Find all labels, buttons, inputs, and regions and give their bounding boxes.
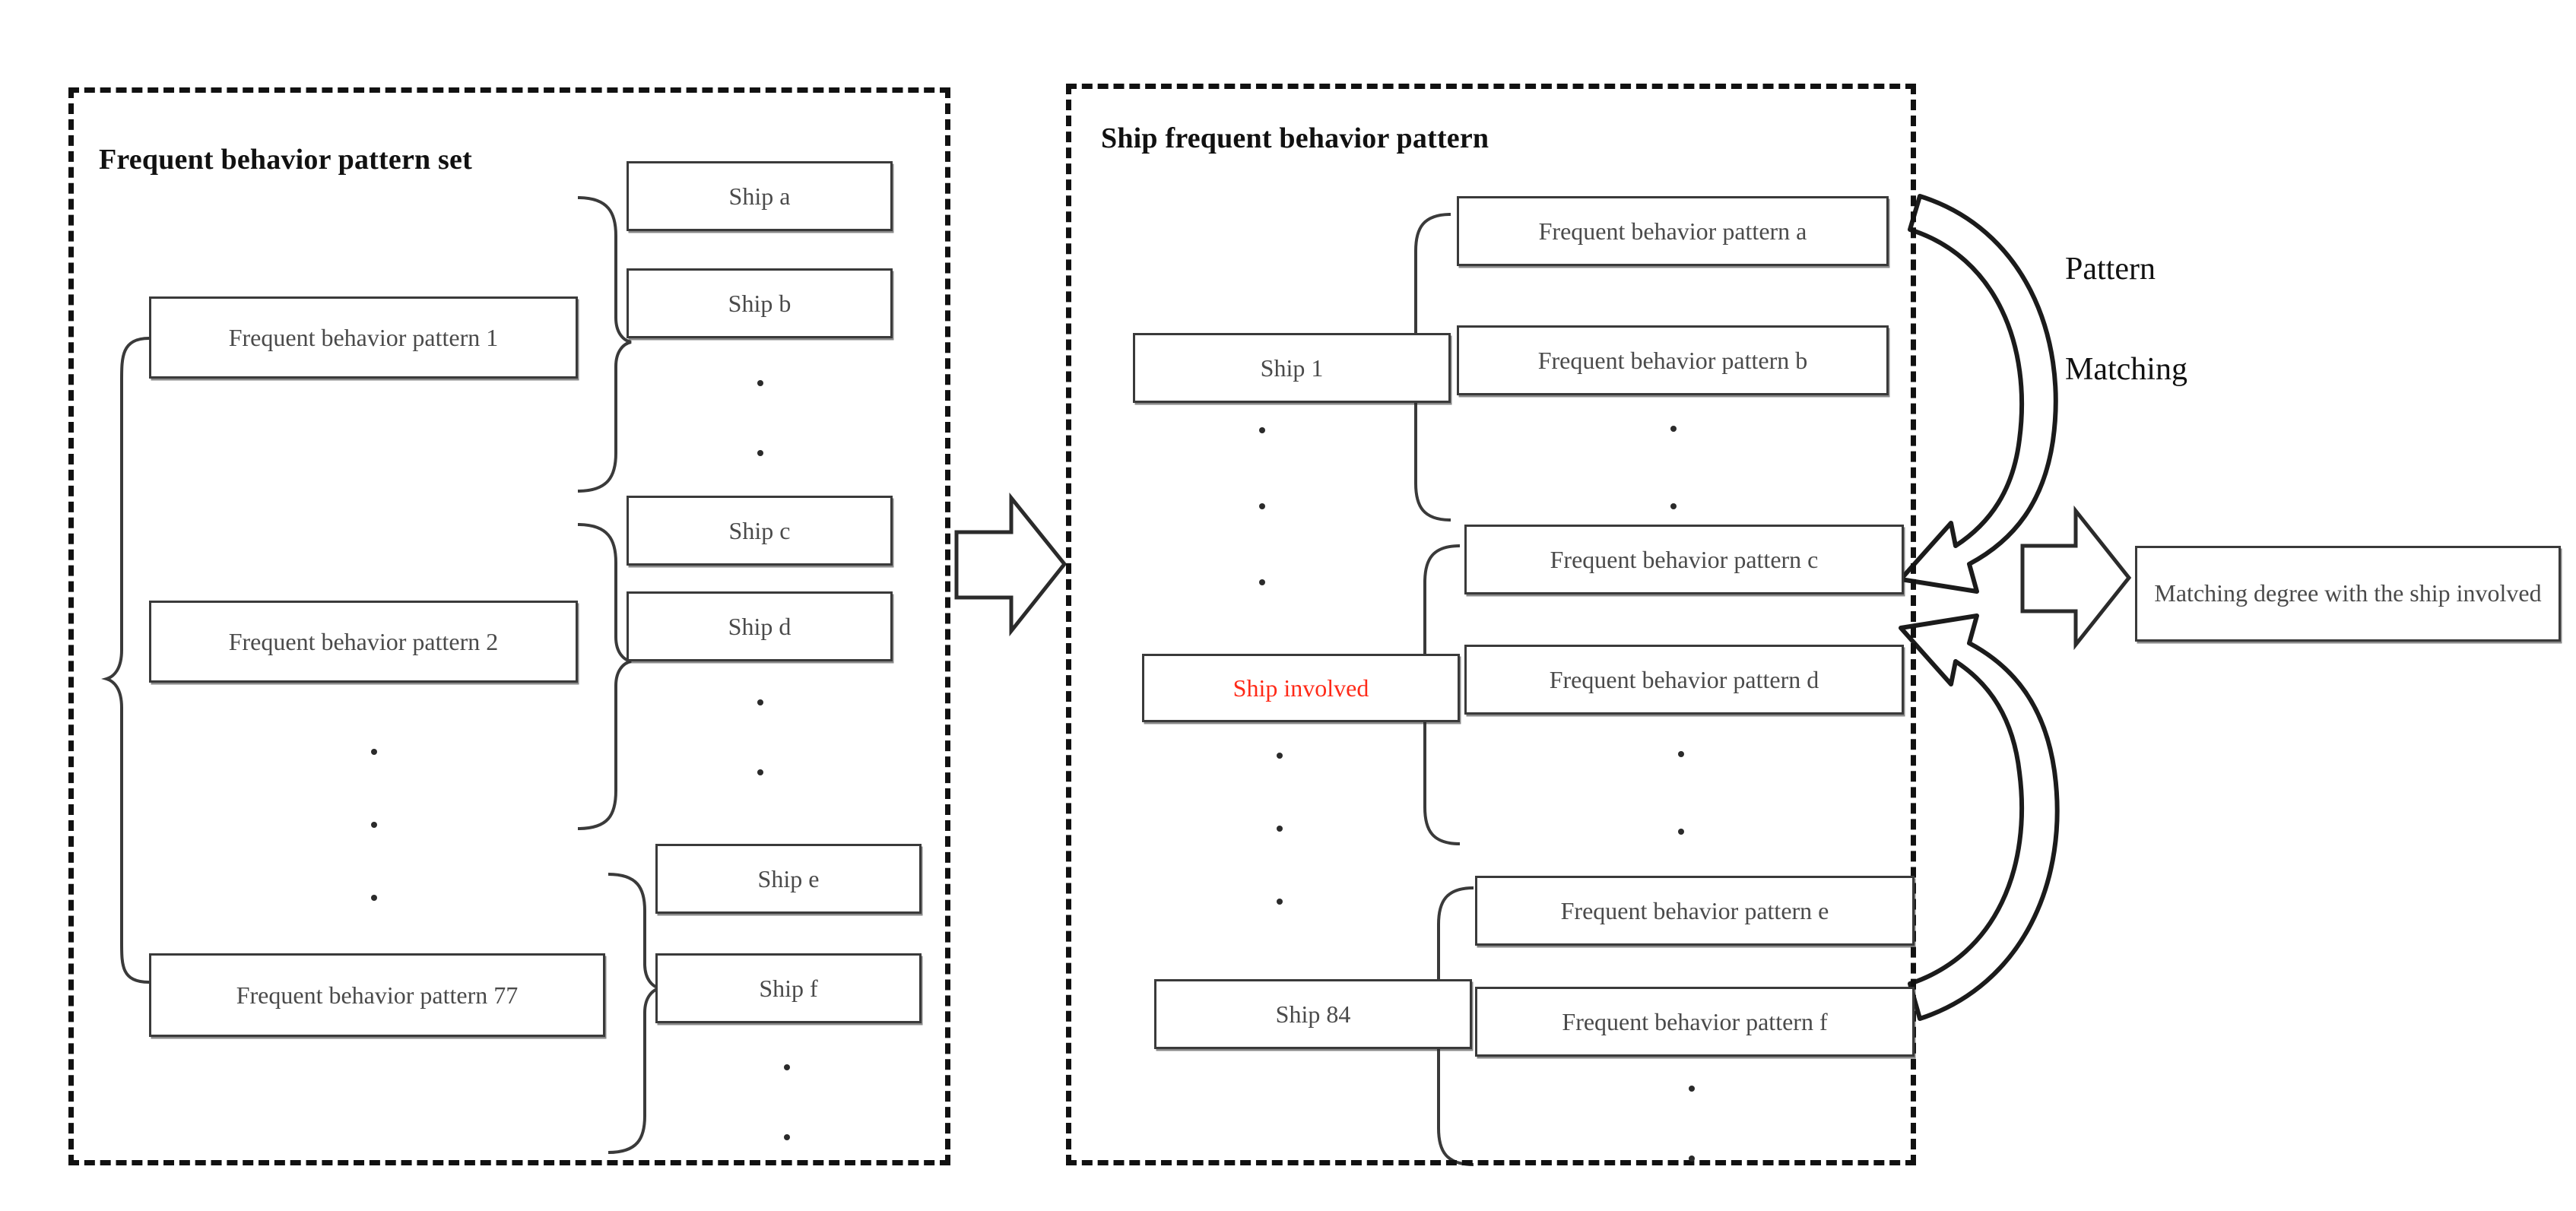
ellipsis-patterns-ship1 <box>1670 426 1677 509</box>
pattern-node-d[interactable]: Frequent behavior pattern d <box>1464 645 1904 715</box>
block-arrow-right-icon-transition <box>954 492 1068 637</box>
frequent-behavior-pattern-set-panel <box>68 87 950 1165</box>
curved-block-arrow-down-icon <box>1899 194 2058 594</box>
ship-box-c[interactable]: Ship c <box>627 496 893 566</box>
ship-node-ship-involved[interactable]: Ship involved <box>1142 654 1460 722</box>
ellipsis-ships-right-lower <box>1276 753 1283 905</box>
ship-box-a[interactable]: Ship a <box>627 161 893 231</box>
output-box-matching-degree[interactable]: Matching degree with the ship involved <box>2135 546 2561 642</box>
pattern-node-c[interactable]: Frequent behavior pattern c <box>1464 525 1904 594</box>
pattern-node-a[interactable]: Frequent behavior pattern a <box>1457 196 1889 266</box>
pattern-box-2[interactable]: Frequent behavior pattern 2 <box>149 601 578 683</box>
ellipsis-patterns-shipinvolved <box>1677 751 1685 835</box>
pattern-node-b[interactable]: Frequent behavior pattern b <box>1457 325 1889 395</box>
pattern-node-f[interactable]: Frequent behavior pattern f <box>1475 987 1915 1057</box>
ship-box-f[interactable]: Ship f <box>655 953 922 1023</box>
brace-pattern2-ships <box>577 523 632 830</box>
left-outer-brace <box>101 337 150 984</box>
block-arrow-right-icon-output <box>2020 505 2132 651</box>
ship-node-ship-84[interactable]: Ship 84 <box>1154 979 1472 1049</box>
flow-label-pattern: Pattern <box>2065 252 2156 287</box>
ellipsis-ships-group2 <box>757 699 764 775</box>
curved-block-arrow-up-icon <box>1899 613 2060 1021</box>
ship-box-d[interactable]: Ship d <box>627 591 893 661</box>
panel-title-right: Ship frequent behavior pattern <box>1101 122 1489 154</box>
ship-node-ship-1[interactable]: Ship 1 <box>1133 333 1451 403</box>
ellipsis-ships-right-upper <box>1258 427 1266 585</box>
flow-label-matching: Matching <box>2065 352 2187 387</box>
pattern-box-1[interactable]: Frequent behavior pattern 1 <box>149 296 578 379</box>
brace-pattern1-ships <box>577 196 632 493</box>
ellipsis-ships-group3 <box>783 1064 791 1140</box>
pattern-node-e[interactable]: Frequent behavior pattern e <box>1475 876 1915 946</box>
ellipsis-patterns-left <box>370 749 378 901</box>
panel-title-left: Frequent behavior pattern set <box>99 144 472 176</box>
ellipsis-ships-group1 <box>757 380 764 456</box>
ship-frequent-behavior-pattern-panel <box>1066 84 1916 1165</box>
ship-box-e[interactable]: Ship e <box>655 844 922 914</box>
pattern-box-77[interactable]: Frequent behavior pattern 77 <box>149 953 605 1037</box>
ship-box-b[interactable]: Ship b <box>627 268 893 338</box>
ellipsis-patterns-ship84 <box>1688 1086 1696 1162</box>
